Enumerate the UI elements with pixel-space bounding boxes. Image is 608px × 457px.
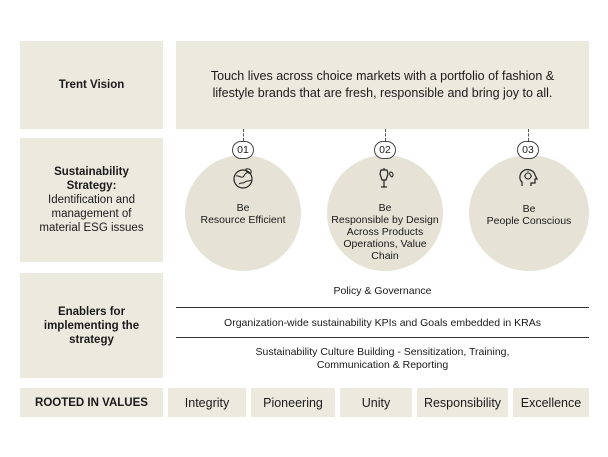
value-label-responsibility: Responsibility (423, 395, 502, 410)
enabler-3-line-2: Communication & Reporting (316, 358, 449, 371)
enabler-3-line-1: Sustainability Culture Building - Sensit… (255, 346, 510, 358)
enablers-label-panel: Enablers for implementing the strategy (20, 273, 163, 378)
vision-statement: Touch lives across choice markets with a… (210, 69, 555, 100)
pillar-circle-2 (327, 155, 443, 271)
values-title-cell: ROOTED IN VALUES (20, 388, 163, 417)
strategy-label-panel: Sustainability Strategy: Identification … (20, 138, 163, 262)
value-cell-integrity: Integrity (168, 388, 246, 417)
pillar-text-2: Be Responsible by Design Across Products… (327, 202, 443, 262)
value-label-pioneering: Pioneering (263, 395, 323, 410)
value-label-excellence: Excellence (520, 395, 582, 410)
value-label-unity: Unity (361, 395, 391, 410)
enablers-label-line-1: Enablers for (57, 305, 126, 318)
pillar-number-badge-3: 03 (517, 141, 539, 159)
value-cell-pioneering: Pioneering (251, 388, 335, 417)
pillar-2-line-3: Across Products (346, 226, 424, 238)
pillar-number-badge-2: 02 (374, 141, 396, 159)
enabler-1-line-1: Policy & Governance (333, 285, 432, 297)
vision-label-panel: Trent Vision (20, 41, 163, 129)
strategy-label-line-2: Strategy: (66, 180, 117, 192)
connector-line-3 (528, 129, 529, 141)
enablers-label-line-2: implementing the (43, 319, 140, 332)
pillar-text-3: Be People Conscious (472, 203, 586, 227)
value-cell-responsibility: Responsibility (417, 388, 508, 417)
strategy-label-line-4: management of (51, 208, 132, 220)
pillar-1-line-1: Be (236, 202, 250, 214)
head-bulb-icon (519, 169, 538, 186)
enabler-item-3: Sustainability Culture Building - Sensit… (176, 346, 589, 371)
value-cell-excellence: Excellence (513, 388, 589, 417)
pillar-circle-3 (469, 155, 589, 271)
values-title: ROOTED IN VALUES (35, 396, 148, 409)
mannequin-leaf-icon (379, 168, 394, 188)
enablers-label-line-3: strategy (69, 333, 114, 346)
pillar-3-line-1: Be (522, 203, 536, 215)
pillar-2-line-5: Chain (371, 250, 399, 262)
enabler-item-1: Policy & Governance (176, 285, 589, 298)
pillar-2-line-1: Be (378, 202, 392, 214)
pillar-2-line-4: Operations, Value (343, 238, 427, 250)
pillar-number-badge-1: 01 (232, 141, 254, 159)
enabler-2-line-1: Organization-wide sustainability KPIs an… (224, 317, 541, 329)
enabler-item-2: Organization-wide sustainability KPIs an… (176, 317, 589, 330)
pillar-circle-1 (185, 155, 301, 271)
enabler-divider-1 (176, 307, 589, 308)
globe-leaf-icon (233, 168, 253, 189)
pillar-text-1: Be Resource Efficient (190, 202, 296, 226)
connector-line-1 (243, 129, 244, 141)
vision-label: Trent Vision (58, 79, 125, 91)
pillar-2-line-2: Responsible by Design (331, 214, 439, 226)
value-label-integrity: Integrity (184, 395, 230, 410)
strategy-label-line-5: material ESG issues (39, 222, 144, 234)
strategy-label-line-3: Identification and (48, 194, 135, 206)
value-cell-unity: Unity (340, 388, 412, 417)
vision-statement-panel: Touch lives across choice markets with a… (176, 41, 589, 129)
strategy-label-line-1: Sustainability (54, 166, 129, 178)
enabler-divider-2 (176, 337, 589, 338)
connector-line-2 (385, 129, 386, 141)
pillar-3-line-2: People Conscious (486, 215, 572, 227)
pillar-1-line-2: Resource Efficient (200, 214, 286, 226)
